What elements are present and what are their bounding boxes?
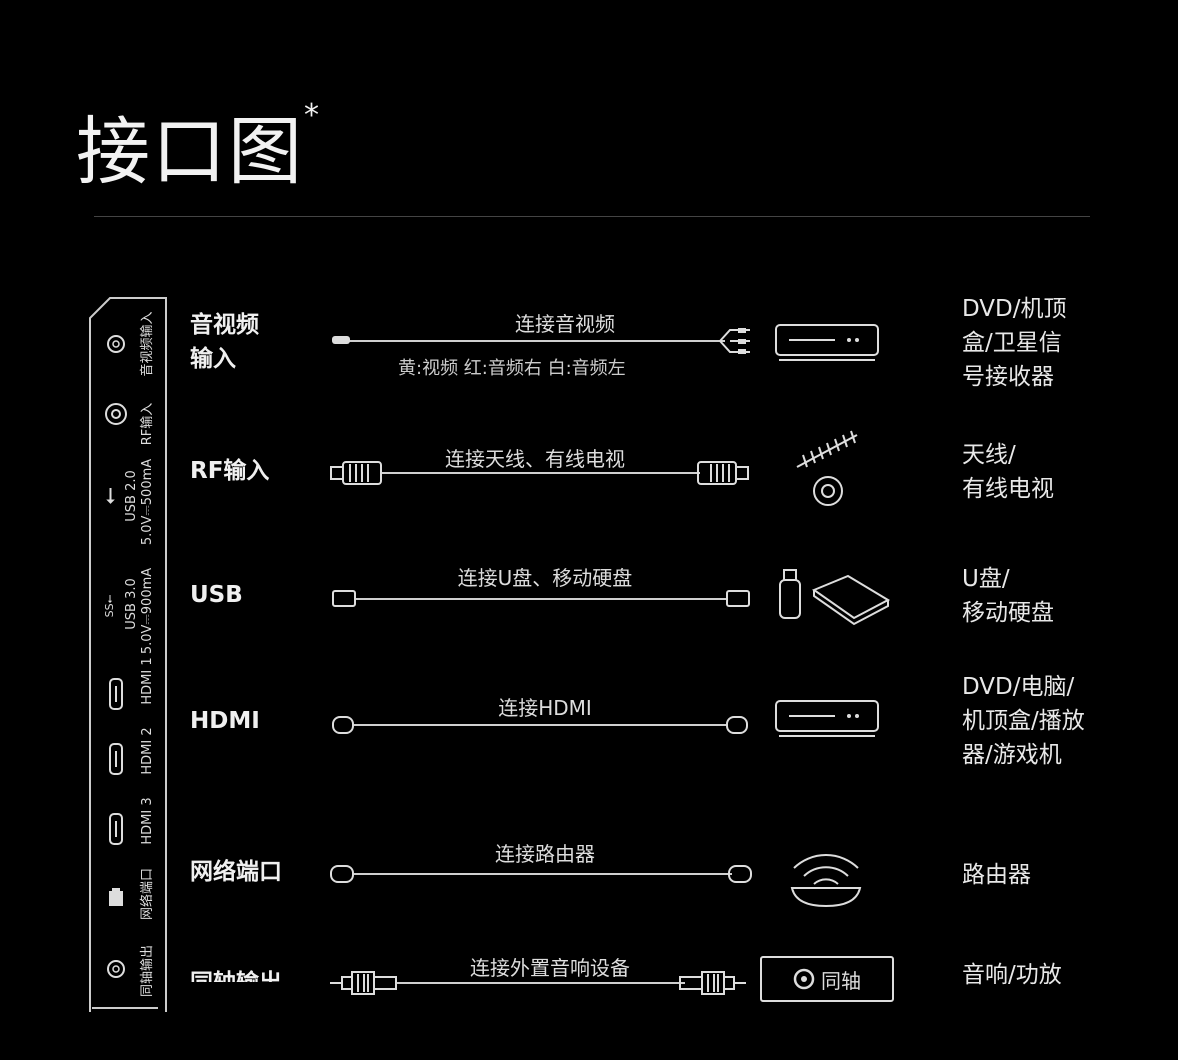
device-label-usb: U盘/ 移动硬盘: [962, 566, 1054, 626]
port-label-hdmi: HDMI: [190, 708, 260, 734]
rf-plug-left-icon: [330, 461, 384, 489]
av-cable-line: [345, 340, 725, 342]
cable-label-hdmi: 连接HDMI: [498, 696, 592, 720]
coax-plug-left-icon: [330, 971, 400, 999]
av-plug-icon: [332, 336, 350, 344]
coax-port-icon: [107, 960, 125, 982]
rf-cable-line: [380, 472, 700, 474]
coax-cable-line: [395, 982, 685, 984]
usb-plug-right-icon: [726, 590, 750, 607]
panel-label-coax: 同轴输出: [140, 944, 155, 998]
port-label-av: 音视频 输入: [190, 312, 259, 372]
port-label-ethernet: 网络端口: [190, 859, 282, 885]
hdmi-port-icon: [109, 813, 123, 849]
port-label-rf: RF输入: [190, 458, 270, 484]
panel-label-usb2-power: 5.0V⎓500mA: [140, 458, 155, 546]
hdmi-port-icon: [109, 678, 123, 714]
divider: [94, 216, 1090, 217]
usb-plug-left-icon: [332, 590, 356, 607]
panel-label-av: 音视频输入: [140, 311, 155, 377]
panel-label-usb2: USB 2.0: [124, 470, 139, 522]
usb-drive-icon: [778, 568, 894, 628]
ethernet-plug-left-icon: [330, 865, 354, 883]
ethernet-cable-line: [352, 873, 732, 875]
hdmi-cable-line: [352, 724, 728, 726]
amplifier-icon: 同轴: [760, 956, 894, 1002]
panel-label-usb3: USB 3.0: [124, 578, 139, 630]
hdmi-port-icon: [109, 743, 123, 779]
device-label-rf: 天线/ 有线电视: [962, 442, 1054, 502]
set-top-box-icon: [775, 700, 879, 744]
cable-label-usb: 连接U盘、移动硬盘: [457, 566, 633, 590]
antenna-icon: [795, 425, 865, 513]
panel-label-hdmi2: HDMI 2: [140, 727, 155, 775]
page-title: 接口图*: [76, 92, 321, 199]
panel-outline: [89, 297, 167, 1012]
title-asterisk: *: [304, 98, 321, 133]
hdmi-plug-right-icon: [726, 716, 748, 734]
port-label-coax-text: 同轴输出: [190, 970, 282, 982]
port-label-usb: USB: [190, 582, 243, 608]
usb-ss-icon: SS⭠: [103, 594, 116, 618]
av-color-legend: 黄:视频 红:音频右 白:音频左: [398, 358, 626, 379]
panel-label-rf: RF输入: [140, 402, 155, 446]
ethernet-port-icon: [108, 887, 124, 911]
panel-label-hdmi1: HDMI 1: [140, 657, 155, 705]
usb-cable-line: [355, 598, 727, 600]
set-top-box-icon: [775, 324, 879, 368]
title-text: 接口图: [76, 109, 304, 195]
device-label-ethernet: 路由器: [962, 862, 1031, 888]
panel-label-ethernet: 网络端口: [140, 867, 155, 921]
cable-label-av: 连接音视频: [515, 312, 615, 336]
ethernet-plug-right-icon: [728, 865, 752, 883]
panel-label-usb3-power: 5.0V⎓900mA: [140, 567, 155, 655]
cable-label-coax: 连接外置音响设备: [470, 956, 630, 980]
device-label-av: DVD/机顶 盒/卫星信 号接收器: [962, 296, 1067, 390]
tv-back-panel: 音视频输入 RF输入 ⭠ USB 2.0 5.0V⎓500mA SS⭠ USB …: [88, 296, 168, 1012]
rf-plug-right-icon: [697, 461, 751, 489]
coax-jack-icon: [793, 968, 815, 990]
panel-label-hdmi3: HDMI 3: [140, 797, 155, 845]
port-label-coax: 同轴输出: [190, 966, 282, 982]
device-label-coax: 音响/功放: [962, 962, 1062, 988]
router-icon: [786, 838, 866, 914]
cable-label-ethernet: 连接路由器: [495, 842, 595, 866]
rca-plug-icon: [719, 328, 752, 358]
amplifier-coax-label: 同轴: [821, 968, 861, 993]
av-port-icon: [107, 335, 125, 357]
hdmi-plug-left-icon: [332, 716, 354, 734]
usb-icon: ⭠: [97, 487, 123, 505]
rf-port-icon: [105, 403, 127, 429]
cable-label-rf: 连接天线、有线电视: [445, 447, 625, 471]
device-label-hdmi: DVD/电脑/ 机顶盒/播放 器/游戏机: [962, 674, 1085, 768]
coax-plug-right-icon: [678, 971, 748, 999]
